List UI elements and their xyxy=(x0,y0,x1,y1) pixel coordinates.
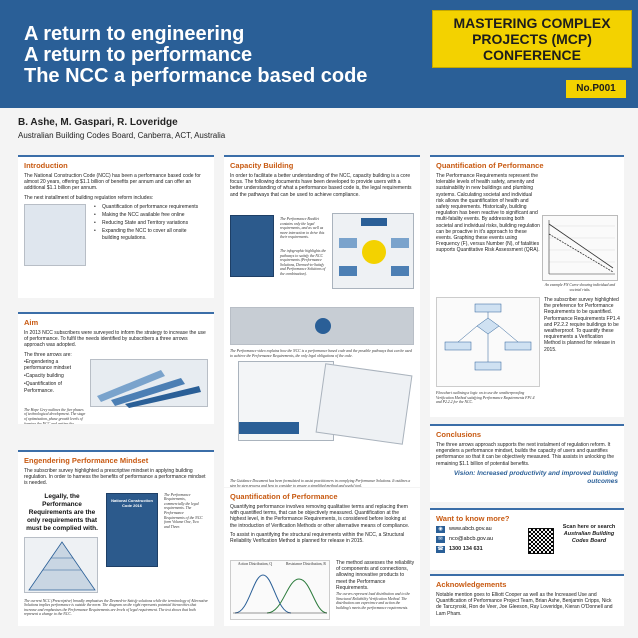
conference-line-3: CONFERENCE xyxy=(482,47,581,63)
introduction-panel: Introduction The National Construction C… xyxy=(18,155,214,298)
contact-panel: Want to know more? ◉ www.abcb.gov.au ✉ n… xyxy=(430,508,624,570)
pyramid-graphic xyxy=(28,540,96,591)
quantification-paragraph-1: Quantifying performance involves removin… xyxy=(230,504,410,529)
aim-caption: The Hope Grey outlines the five phases o… xyxy=(24,407,86,424)
conference-line-2: PROJECTS (MCP) xyxy=(472,31,592,47)
booklet-caption: The Performance Booklet contains only th… xyxy=(280,217,325,240)
fn-curve-graphic xyxy=(548,220,615,275)
conclusions-heading: Conclusions xyxy=(436,430,482,439)
distribution-curves xyxy=(233,574,328,614)
fn-curve-caption: An example FN Curve showing individual a… xyxy=(544,283,616,292)
conclusions-panel: Conclusions The three arrows approach su… xyxy=(430,424,624,502)
scan-instruction: Scan here or search xyxy=(562,524,616,530)
conclusions-paragraph: The three arrows approach supports the n… xyxy=(436,442,615,467)
aim-heading: Aim xyxy=(24,318,39,327)
fn-curve-chart xyxy=(542,215,618,281)
quantification-right-paragraph: The Performance Requirements represent t… xyxy=(436,173,540,254)
aim-paragraph-1: In 2013 NCC subscribers were surveyed to… xyxy=(24,330,206,349)
ncc-image xyxy=(24,203,86,266)
guidance-document-page xyxy=(315,363,413,445)
aim-item: •Engendering a performance mindset xyxy=(24,358,71,372)
play-icon[interactable] xyxy=(315,318,331,334)
chart-caption: The curves represent load distribution a… xyxy=(336,592,411,610)
poster-header: A return to engineering A return to perf… xyxy=(0,0,638,108)
legal-note: Legally, the Performance Requirements ar… xyxy=(26,492,98,532)
video-caption: The Performance video explains how the N… xyxy=(230,349,412,358)
capacity-paragraph: In order to facilitate a better understa… xyxy=(230,173,412,198)
guidance-document-label xyxy=(239,422,299,434)
conference-line-1: MASTERING COMPLEX xyxy=(453,15,611,31)
intro-bullet: Quantification of performance requiremen… xyxy=(94,204,204,210)
arrows-graphic xyxy=(97,369,201,408)
performance-video-thumbnail xyxy=(230,307,414,345)
acknowledgements-panel: Acknowledgements Notable mention goes to… xyxy=(430,574,624,626)
contact-heading: Want to know more? xyxy=(436,514,510,523)
intro-bullet: Expanding the NCC to cover all onsite bu… xyxy=(94,228,204,240)
introduction-paragraph-1: The National Construction Code (NCC) has… xyxy=(24,173,201,192)
quantification-panel-right: Quantification of Performance The Perfor… xyxy=(430,155,624,417)
poster-number-badge: No.P001 xyxy=(566,80,626,98)
aim-panel: Aim In 2013 NCC subscribers were surveye… xyxy=(18,312,214,424)
infographic-caption: The infographic highlights the pathways … xyxy=(280,249,327,276)
weatherproofing-flowchart xyxy=(436,297,540,387)
phone-number: 1300 134 631 xyxy=(449,546,483,552)
email-icon: ✉ xyxy=(436,536,445,543)
acknowledgements-heading: Acknowledgements xyxy=(436,580,507,589)
vision-statement: Vision: Increased productivity and impro… xyxy=(453,469,618,485)
infographic-graphic xyxy=(339,218,409,276)
flowchart-graphic xyxy=(444,303,532,371)
website-link[interactable]: www.abcb.gov.au xyxy=(449,526,492,532)
aim-paragraph-2: The three arrows are: xyxy=(24,351,72,358)
mindset-heading: Engendering Performance Mindset xyxy=(24,456,149,465)
action-distribution-label: Action Distribution, Q xyxy=(237,562,273,566)
affiliation: Australian Building Codes Board, Canberr… xyxy=(18,131,226,140)
capacity-heading: Capacity Building xyxy=(230,161,294,170)
title-line-2: A return to performance xyxy=(24,44,253,66)
ncc-book-cover: National Construction Code 2016 xyxy=(106,492,158,567)
acknowledgements-paragraph: Notable mention goes to Elliott Cooper a… xyxy=(436,592,613,617)
title-line-3: The NCC a performance based code xyxy=(24,65,368,87)
three-arrows-diagram xyxy=(90,358,208,408)
scan-search-term: Australian Building Codes Board xyxy=(563,531,615,544)
introduction-paragraph-2: The next installment of building regulat… xyxy=(24,194,154,201)
infographic xyxy=(332,213,414,289)
flowchart-caption: Flowchart outlining a logic on to use th… xyxy=(436,391,535,405)
mindset-panel: Engendering Performance Mindset The subs… xyxy=(18,450,214,626)
resistance-distribution-label: Resistance Distribution, R xyxy=(286,562,326,566)
performance-booklet xyxy=(230,215,274,277)
ncc-book-title: National Construction Code 2016 xyxy=(111,497,153,508)
aim-item: •Capacity building xyxy=(24,373,64,380)
quantification-paragraph-2: To assist in quantifying the structural … xyxy=(230,531,405,545)
authors: B. Ashe, M. Gaspari, R. Loveridge xyxy=(18,117,178,128)
qr-code[interactable] xyxy=(528,528,554,554)
title-line-1: A return to engineering xyxy=(24,23,245,45)
poster-title: A return to engineering A return to perf… xyxy=(24,24,367,87)
introduction-heading: Introduction xyxy=(24,161,68,170)
mindset-caption: The current NCC (Prescriptive) broadly e… xyxy=(24,598,208,617)
conference-logo: MASTERING COMPLEX PROJECTS (MCP) CONFERE… xyxy=(432,10,632,68)
aim-item: •Quantification of Performance. xyxy=(24,381,62,394)
mindset-side-caption: The Performance Requirements, commercial… xyxy=(164,492,203,529)
distribution-chart: Action Distribution, Q Resistance Distri… xyxy=(230,560,330,620)
intro-bullet: Making the NCC available free online xyxy=(94,212,204,218)
survey-text: The subscriber survey highlighted the pr… xyxy=(544,297,620,353)
quantification-heading-center: Quantification of Performance xyxy=(230,492,338,501)
mindset-paragraph: The subscriber survey highlighted a pres… xyxy=(24,468,206,487)
quantification-panel-center: Quantification of Performance Quantifyin… xyxy=(224,488,420,626)
intro-bullet: Reducing State and Territory variations xyxy=(94,220,204,226)
quantification-heading-right: Quantification of Performance xyxy=(436,161,544,170)
phone-icon: ☎ xyxy=(436,546,445,553)
guidance-caption: The Guidance Document has been formulate… xyxy=(230,479,411,487)
capacity-panel: Capacity Building In order to facilitate… xyxy=(224,155,420,487)
email-link[interactable]: nco@abcb.gov.au xyxy=(449,536,494,542)
web-icon: ◉ xyxy=(436,526,445,533)
pyramid-diagram xyxy=(24,536,98,593)
method-text: The method assesses the reliability of c… xyxy=(336,560,415,591)
